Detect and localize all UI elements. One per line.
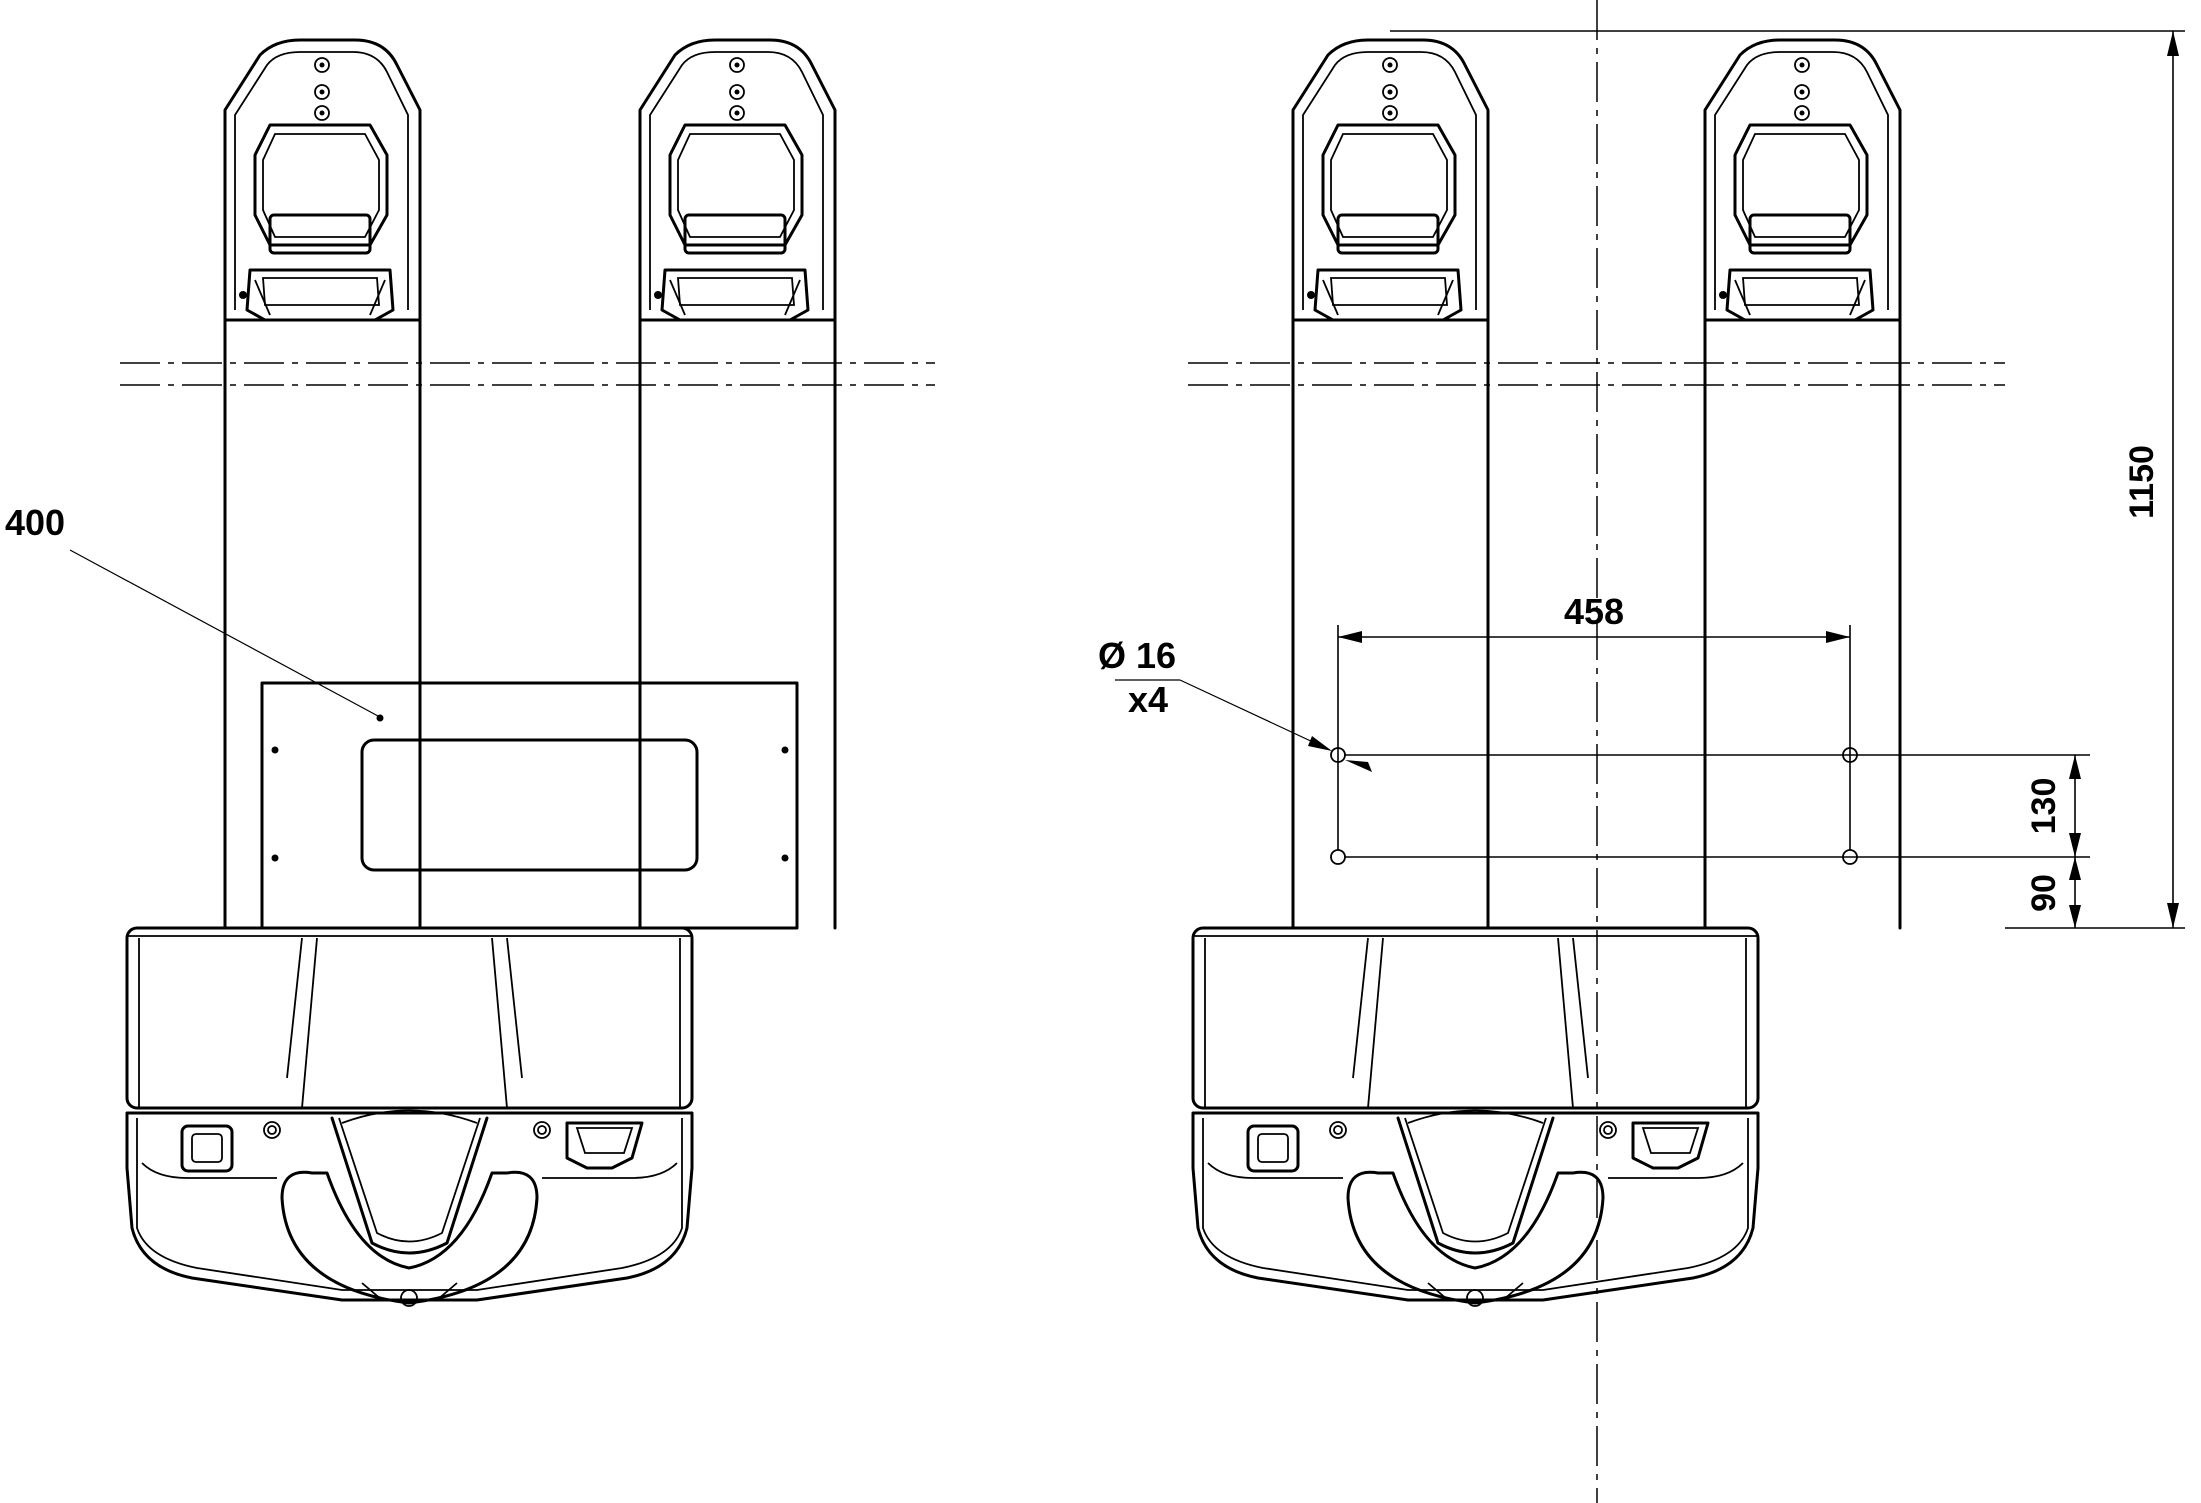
dimension-458: 458 — [1338, 591, 1850, 643]
dimension-130: 130 — [2025, 755, 2081, 857]
dimension-90: 90 — [2025, 857, 2081, 928]
left-fork-2 — [638, 38, 837, 930]
mounting-holes — [1330, 747, 1858, 865]
right-fork-2 — [1703, 38, 1902, 930]
dimension-458-label: 458 — [1564, 591, 1624, 632]
right-truck-body — [1191, 926, 1760, 1308]
left-fork-1 — [223, 38, 422, 930]
dimension-90-label: 90 — [2025, 874, 2063, 912]
hole-count-label: x4 — [1128, 679, 1168, 720]
left-view: 400 — [5, 38, 935, 1308]
dimension-1150: 1150 — [2123, 31, 2179, 928]
hole-diameter-label: Ø 16 — [1098, 635, 1176, 676]
dimension-1150-label: 1150 — [2123, 445, 2161, 519]
dimension-130-label: 130 — [2025, 778, 2063, 835]
plate-callout-label: 400 — [5, 502, 65, 543]
plate-callout-leader — [69, 549, 379, 717]
right-view: 458 Ø 16 x4 1150 130 — [1098, 0, 2185, 1503]
right-fork-1 — [1291, 38, 1490, 930]
hole-callout: Ø 16 x4 — [1098, 635, 1372, 772]
left-truck-body — [125, 926, 694, 1308]
mounting-plate — [260, 681, 799, 930]
